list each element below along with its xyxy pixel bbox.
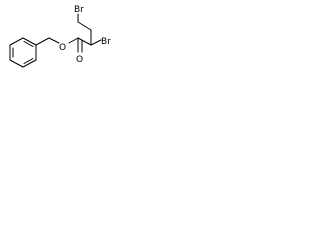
molecule-structure: O O Br Br	[9, 5, 111, 68]
atom-label-br-terminal: Br	[74, 5, 84, 15]
ring-to-ch2-bond	[35, 37, 50, 46]
ch2-to-ch2br-bond	[77, 21, 92, 31]
ring-double-bond	[23, 58, 34, 64]
ring-bond	[9, 37, 24, 46]
ring-double-bond	[23, 41, 34, 47]
structure-canvas: O O Br Br	[0, 0, 130, 99]
ring-bond	[22, 59, 37, 68]
ch2-to-o-bond	[48, 37, 60, 44]
alpha-to-br-bond	[90, 39, 102, 46]
atom-label-o-carbonyl: O	[76, 55, 83, 65]
ring-bond	[22, 37, 37, 46]
ring-bond	[9, 59, 24, 68]
benzene-ring	[9, 37, 37, 68]
atom-label-o-ester: O	[59, 43, 66, 53]
carbonyl-to-alpha-bond	[77, 37, 92, 46]
o-to-carbonyl-bond	[68, 37, 79, 44]
atom-label-br-alpha: Br	[101, 37, 111, 47]
